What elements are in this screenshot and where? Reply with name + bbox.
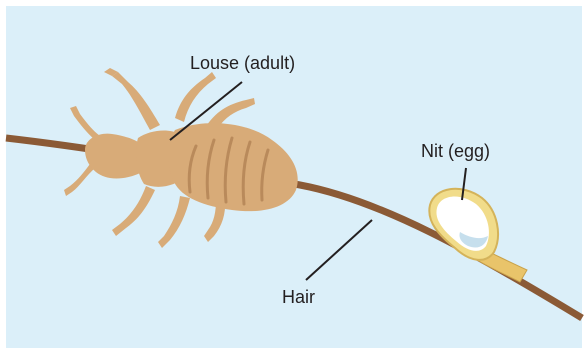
louse-label: Louse (adult) xyxy=(190,53,295,73)
hair-label: Hair xyxy=(282,287,315,307)
nit-label: Nit (egg) xyxy=(421,141,490,161)
